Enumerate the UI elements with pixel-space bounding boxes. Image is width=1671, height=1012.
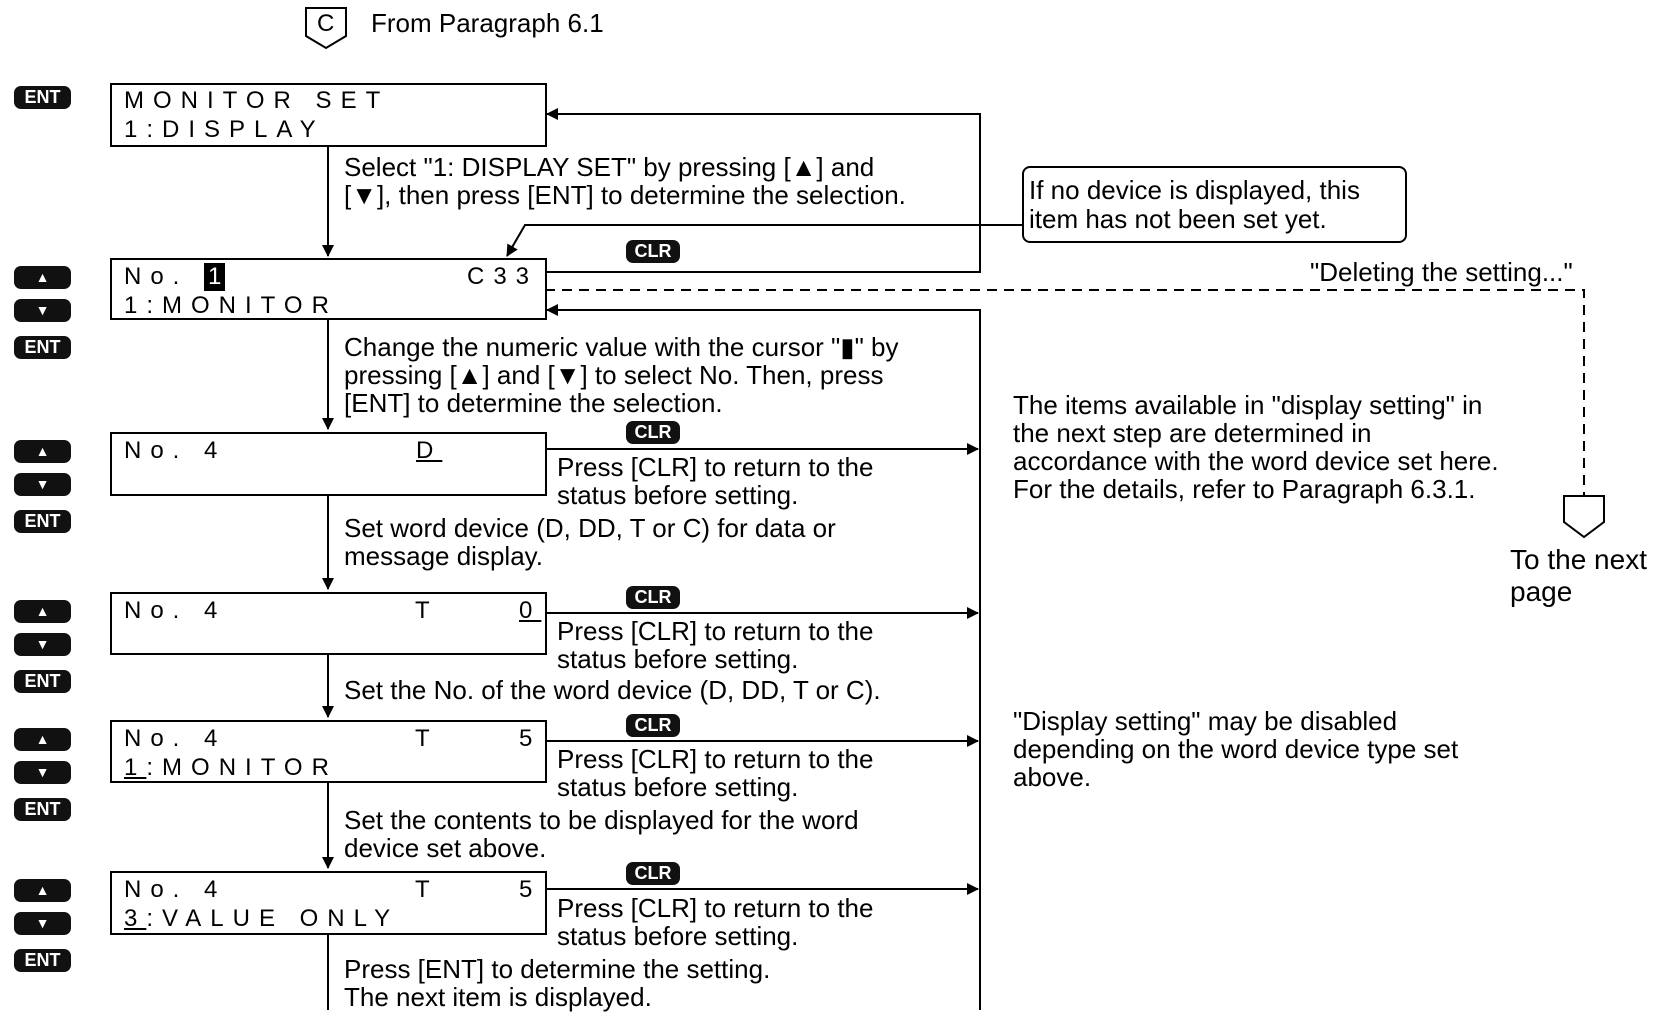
lcd-line-1-right: C33	[467, 263, 539, 290]
instruction-3-line-2: message display.	[344, 541, 543, 571]
callout-line-2: item has not been set yet.	[1029, 204, 1327, 234]
lcd-device-type: T	[415, 876, 439, 903]
up-key: ▲	[14, 266, 71, 289]
clr-note-line-1: Press [CLR] to return to the	[557, 616, 874, 646]
callout-line-1: If no device is displayed, this	[1029, 175, 1360, 205]
down-key: ▼	[14, 761, 71, 784]
ent-key: ENT	[14, 798, 71, 821]
lcd-screen-word-device: No. 4 D	[110, 432, 547, 496]
lcd-option-label: :VALUE ONLY	[146, 905, 400, 932]
instruction-2-line-2: pressing [▲] and [▼] to select No. Then,…	[344, 360, 884, 390]
up-key: ▲	[14, 600, 71, 623]
next-page-line-2: page	[1510, 576, 1573, 607]
clr-key: CLR	[626, 240, 680, 263]
ent-key: ENT	[14, 510, 71, 533]
down-key: ▼	[14, 473, 71, 496]
unset-device-callout: If no device is displayed, this item has…	[1022, 166, 1407, 243]
lcd-line-1: No. 4	[124, 725, 227, 752]
clr-note-line-2: status before setting.	[557, 644, 799, 674]
lcd-option-number: 1	[124, 754, 147, 781]
clr-key: CLR	[626, 862, 680, 885]
lcd-device-type: T	[415, 725, 439, 752]
clr-note-line-2: status before setting.	[557, 921, 799, 951]
lcd-screen-monitor-set: MONITOR SET 1:DISPLAY	[110, 83, 547, 147]
clr-note-line-1: Press [CLR] to return to the	[557, 452, 874, 482]
ent-key: ENT	[14, 949, 71, 972]
lcd-option-label: :MONITOR	[146, 754, 338, 781]
lcd-screen-device-number: No. 4 T 0	[110, 592, 547, 655]
deleting-setting-label: "Deleting the setting..."	[1310, 257, 1573, 287]
instruction-6-line-2: The next item is displayed.	[344, 982, 652, 1012]
cursor-number: 1	[204, 263, 226, 291]
lcd-device-number: 5	[519, 725, 542, 752]
instruction-1-line-1: Select "1: DISPLAY SET" by pressing [▲] …	[344, 152, 875, 182]
instruction-6-line-1: Press [ENT] to determine the setting.	[344, 954, 771, 984]
clr-note-line-2: status before setting.	[557, 480, 799, 510]
instruction-5-line-1: Set the contents to be displayed for the…	[344, 805, 859, 835]
note-1-line-4: For the details, refer to Paragraph 6.3.…	[1013, 474, 1476, 504]
lcd-no-label: No.	[124, 263, 189, 290]
lcd-device-type: T	[415, 597, 439, 624]
up-key: ▲	[14, 440, 71, 463]
note-1-line-3: accordance with the word device set here…	[1013, 446, 1499, 476]
note-1-line-1: The items available in "display setting"…	[1013, 390, 1483, 420]
ent-key: ENT	[14, 336, 71, 359]
lcd-screen-value-only: No. 4 T 5 3:VALUE ONLY	[110, 871, 547, 935]
connector-letter: C	[317, 10, 335, 37]
lcd-line-1: No. 1	[124, 263, 234, 291]
up-key: ▲	[14, 728, 71, 751]
connector-c-shape	[305, 7, 347, 50]
clr-note-line-1: Press [CLR] to return to the	[557, 893, 874, 923]
lcd-line-1: No. 4	[124, 437, 227, 464]
clr-note-line-2: status before setting.	[557, 772, 799, 802]
up-key: ▲	[14, 879, 71, 902]
lcd-line-1: No. 4	[124, 597, 227, 624]
instruction-1-line-2: [▼], then press [ENT] to determine the s…	[344, 180, 906, 210]
instruction-3-line-1: Set word device (D, DD, T or C) for data…	[344, 513, 836, 543]
instruction-4-line-1: Set the No. of the word device (D, DD, T…	[344, 675, 881, 705]
clr-key: CLR	[626, 421, 680, 444]
lcd-line-1: MONITOR SET	[124, 87, 390, 114]
down-key: ▼	[14, 633, 71, 656]
lcd-line-2: 1:DISPLAY	[124, 116, 325, 143]
lcd-screen-device-no: No. 1 C33 1:MONITOR	[110, 258, 547, 320]
clr-note-line-1: Press [CLR] to return to the	[557, 744, 874, 774]
instruction-2-line-1: Change the numeric value with the cursor…	[344, 332, 899, 362]
lcd-option-number: 3	[124, 905, 147, 932]
instruction-5-line-2: device set above.	[344, 833, 547, 863]
instruction-2-line-3: [ENT] to determine the selection.	[344, 388, 723, 418]
note-2-line-1: "Display setting" may be disabled	[1013, 706, 1398, 736]
lcd-line-2: 1:MONITOR	[124, 754, 338, 782]
ent-key: ENT	[14, 86, 71, 109]
lcd-line-2: 1:MONITOR	[124, 292, 338, 319]
ent-key: ENT	[14, 670, 71, 693]
down-key: ▼	[14, 912, 71, 935]
clr-key: CLR	[626, 714, 680, 737]
lcd-screen-display-contents: No. 4 T 5 1:MONITOR	[110, 720, 547, 783]
clr-key: CLR	[626, 586, 680, 609]
down-key: ▼	[14, 299, 71, 322]
lcd-line-2: 3:VALUE ONLY	[124, 905, 399, 933]
next-page-connector-shape	[1563, 495, 1605, 539]
lcd-device-number: 0	[519, 597, 542, 624]
note-2-line-2: depending on the word device type set	[1013, 734, 1459, 764]
next-page-line-1: To the next	[1510, 544, 1647, 575]
note-1-line-2: the next step are determined in	[1013, 418, 1372, 448]
lcd-line-1: No. 4	[124, 876, 227, 903]
lcd-device-field: D	[416, 437, 443, 464]
lcd-device-number: 5	[519, 876, 542, 903]
note-2-line-3: above.	[1013, 762, 1092, 792]
connector-source-label: From Paragraph 6.1	[371, 8, 604, 38]
